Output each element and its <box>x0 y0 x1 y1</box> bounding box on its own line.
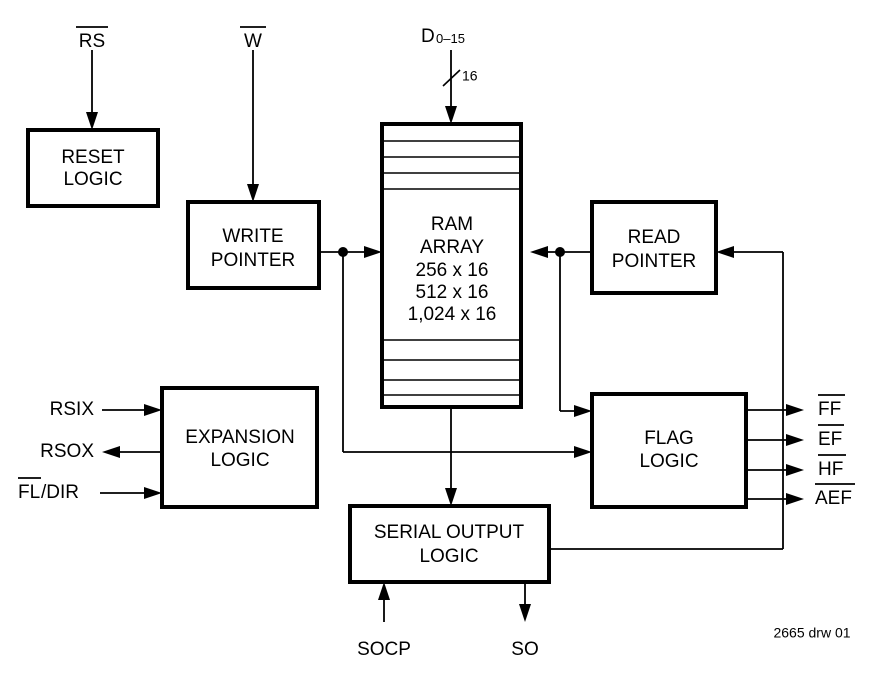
ff-text: FF <box>818 399 841 420</box>
ram-array-label-line4: 512 x 16 <box>416 282 489 303</box>
wire-fl-dir-to-expansion-logic <box>100 487 162 499</box>
wire-data-bus-to-ram-array <box>442 50 461 124</box>
serial-output-logic-label-line1: SERIAL OUTPUT <box>374 522 525 543</box>
hf-text: HF <box>818 459 843 480</box>
rs-text: RS <box>79 31 105 52</box>
signal-label-so: SO <box>511 639 538 660</box>
wire-flag-logic-to-hf <box>746 464 804 476</box>
signal-label-ff: FF <box>818 394 845 420</box>
block-flag-logic[interactable]: FLAG LOGIC <box>590 392 748 509</box>
wire-socp-to-serial-output-logic <box>378 582 390 622</box>
signal-label-socp: SOCP <box>357 639 411 660</box>
block-reset-logic[interactable]: RESET LOGIC <box>26 128 160 208</box>
flag-logic-label-line2: LOGIC <box>639 451 698 472</box>
bus-width-label: 16 <box>462 68 478 84</box>
aef-text: AEF <box>815 488 852 509</box>
ram-array-label-line3: 256 x 16 <box>416 260 489 281</box>
ram-array-label-line5: 1,024 x 16 <box>408 304 497 325</box>
ef-text: EF <box>818 429 842 450</box>
reset-logic-label-line1: RESET <box>61 147 125 168</box>
read-pointer-label-line1: READ <box>628 227 681 248</box>
wire-serial-output-logic-to-so <box>519 582 531 622</box>
reset-logic-label-line2: LOGIC <box>63 169 122 190</box>
flag-logic-label-line1: FLAG <box>644 428 694 449</box>
signal-label-data-bus: D 0–15 <box>421 26 465 47</box>
expansion-logic-label-line1: EXPANSION <box>185 427 294 448</box>
block-write-pointer[interactable]: WRITE POINTER <box>186 200 321 290</box>
signal-label-w: W <box>240 26 266 52</box>
wire-w-to-write-pointer <box>247 50 259 202</box>
signal-label-aef: AEF <box>815 483 855 509</box>
wire-ram-to-serial-output-logic <box>445 407 457 506</box>
wire-rsix-to-expansion-logic <box>102 404 162 416</box>
wire-flag-logic-to-ff <box>746 404 804 416</box>
wire-read-pointer-to-ram <box>530 246 592 258</box>
fl-text: FL <box>18 482 40 503</box>
fl-suffix-text: /DIR <box>41 482 79 503</box>
data-bus-text: D <box>421 26 435 47</box>
signal-label-rs: RS <box>76 26 108 52</box>
write-pointer-label-line2: POINTER <box>211 250 295 271</box>
block-ram-array[interactable]: RAM ARRAY 256 x 16 512 x 16 1,024 x 16 <box>380 122 523 409</box>
ram-array-label-line2: ARRAY <box>420 237 484 258</box>
block-expansion-logic[interactable]: EXPANSION LOGIC <box>160 386 319 509</box>
wire-flag-logic-to-ef <box>746 434 804 446</box>
wire-flag-logic-to-aef <box>746 493 804 505</box>
wire-write-pointer-to-ram <box>319 246 382 258</box>
signal-label-fl-dir: FL /DIR <box>18 477 79 503</box>
expansion-logic-label-line2: LOGIC <box>210 450 269 471</box>
signal-label-ef: EF <box>818 424 844 450</box>
wire-rs-to-reset-logic <box>86 50 98 130</box>
wire-read-pointer-to-flag-logic <box>559 252 592 417</box>
drawing-caption: 2665 drw 01 <box>773 625 850 641</box>
w-text: W <box>244 31 262 52</box>
signal-label-hf: HF <box>818 454 846 480</box>
data-bus-subscript: 0–15 <box>436 31 465 46</box>
serial-output-logic-label-line2: LOGIC <box>419 546 478 567</box>
signal-label-rsox: RSOX <box>40 441 94 462</box>
block-serial-output-logic[interactable]: SERIAL OUTPUT LOGIC <box>348 504 551 584</box>
block-read-pointer[interactable]: READ POINTER <box>590 200 718 295</box>
signal-label-rsix: RSIX <box>50 399 95 420</box>
wire-write-pointer-to-flag-logic <box>342 252 592 458</box>
read-pointer-label-line2: POINTER <box>612 251 696 272</box>
write-pointer-label-line1: WRITE <box>222 226 283 247</box>
ram-array-label-line1: RAM <box>431 214 473 235</box>
wire-expansion-logic-to-rsox <box>102 446 162 458</box>
